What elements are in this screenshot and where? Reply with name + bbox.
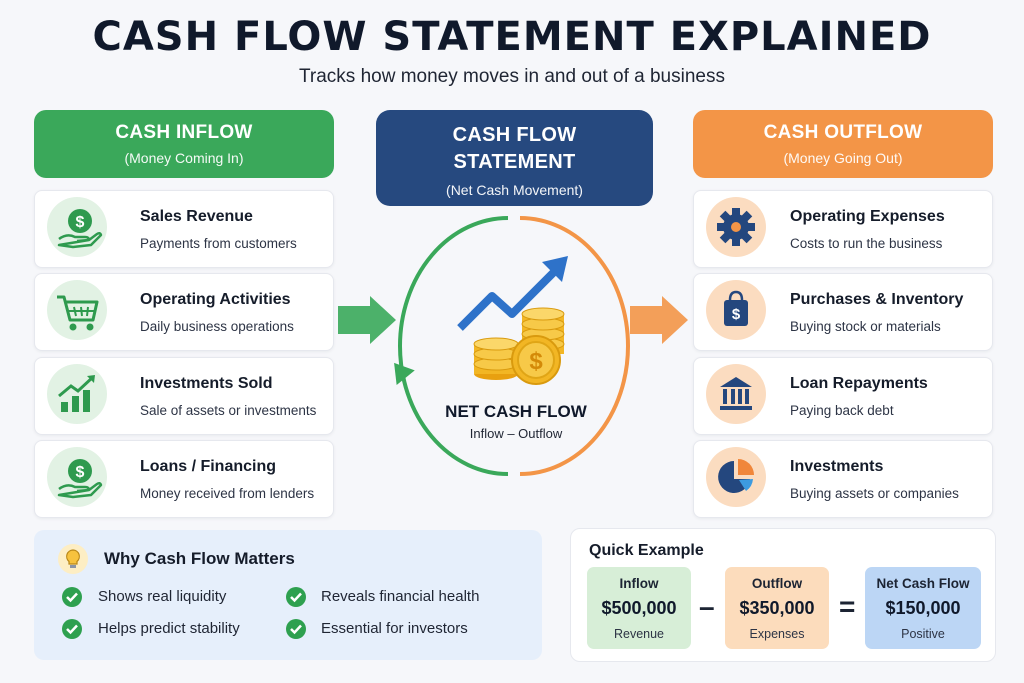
why-point: Reveals financial health — [321, 588, 480, 605]
cash-inflow-subheading: (Money Coming In) — [124, 150, 244, 166]
cash-inflow-heading: CASH INFLOW — [115, 122, 253, 143]
outflow-desc: Buying assets or companies — [790, 486, 959, 501]
check-icon — [286, 587, 306, 607]
example-note: Positive — [901, 627, 945, 641]
inflow-cycle-arrowhead — [394, 362, 415, 386]
growth-chart-icon — [47, 364, 107, 424]
inflow-desc: Daily business operations — [140, 319, 294, 334]
check-icon — [62, 587, 82, 607]
outflow-title: Purchases & Inventory — [790, 291, 964, 308]
outflow-title: Operating Expenses — [790, 208, 945, 225]
svg-text:$: $ — [76, 214, 85, 231]
svg-text:$: $ — [529, 348, 543, 375]
why-point: Essential for investors — [321, 620, 468, 637]
inflow-card-investments-sold: Investments Sold Sale of assets or inves… — [34, 357, 334, 435]
inflow-card-operating-activities: Operating Activities Daily business oper… — [34, 273, 334, 351]
outflow-desc: Buying stock or materials — [790, 319, 941, 334]
outflow-desc: Costs to run the business — [790, 236, 943, 251]
outflow-card-loan-repayments: Loan Repayments Paying back debt — [693, 357, 993, 435]
shopping-bag-icon: $ — [706, 280, 766, 340]
outflow-card-investments: Investments Buying assets or companies — [693, 440, 993, 518]
outflow-title: Investments — [790, 458, 884, 475]
coin-stack-icon: $ — [473, 307, 565, 385]
why-cash-flow-matters-panel: Why Cash Flow Matters Shows real liquidi… — [34, 530, 542, 660]
why-point: Shows real liquidity — [98, 588, 227, 605]
outflow-title: Loan Repayments — [790, 375, 928, 392]
cash-outflow-header: CASH OUTFLOW (Money Going Out) — [693, 110, 993, 178]
example-value: $150,000 — [885, 598, 961, 618]
outflow-card-operating-expenses: Operating Expenses Costs to run the busi… — [693, 190, 993, 268]
net-cash-flow-formula: Inflow – Outflow — [469, 426, 563, 441]
example-note: Revenue — [613, 627, 665, 641]
outflow-cycle-arc — [519, 216, 630, 476]
net-cash-flow-example-box: Net Cash Flow $150,000 Positive — [865, 567, 981, 649]
check-icon — [286, 619, 306, 639]
inflow-title: Operating Activities — [140, 291, 291, 308]
check-icon — [62, 619, 82, 639]
net-cash-flow-label: NET CASH FLOW — [445, 402, 587, 421]
inflow-title: Investments Sold — [140, 375, 273, 392]
pie-chart-icon — [706, 447, 766, 507]
example-value: $500,000 — [601, 598, 677, 618]
inflow-desc: Money received from lenders — [140, 486, 315, 501]
outflow-desc: Paying back debt — [790, 403, 894, 418]
inflow-desc: Payments from customers — [140, 236, 297, 251]
why-heading: Why Cash Flow Matters — [104, 549, 295, 568]
equals-operator: = — [839, 591, 856, 622]
inflow-title: Loans / Financing — [140, 458, 277, 475]
example-label: Net Cash Flow — [876, 576, 970, 591]
dollar-hand-icon: $ — [47, 197, 107, 257]
cash-outflow-subheading: (Money Going Out) — [783, 150, 903, 166]
inflow-title: Sales Revenue — [140, 208, 253, 225]
inflow-card-loans-financing: $ Loans / Financing Money received from … — [34, 440, 334, 518]
svg-text:$: $ — [732, 306, 741, 323]
inflow-cycle-arc — [398, 216, 509, 476]
shopping-cart-icon — [47, 280, 107, 340]
quick-example-heading: Quick Example — [589, 542, 704, 559]
page-subtitle: Tracks how money moves in and out of a b… — [299, 66, 725, 87]
inflow-example-box: Inflow $500,000 Revenue — [587, 567, 691, 649]
quick-example-panel: Quick Example Inflow $500,000 Revenue – … — [570, 528, 996, 662]
bank-icon — [706, 364, 766, 424]
dollar-hand-icon: $ — [47, 447, 107, 507]
example-note: Expenses — [749, 627, 805, 641]
growth-arrow-icon — [457, 267, 559, 331]
cash-flow-cycle-graphic: $ — [338, 216, 688, 476]
why-point: Helps predict stability — [98, 620, 240, 637]
inflow-arrow-icon — [338, 296, 396, 344]
svg-text:$: $ — [76, 464, 85, 481]
example-label: Outflow — [751, 576, 803, 591]
example-label: Inflow — [619, 576, 659, 591]
cash-outflow-heading: CASH OUTFLOW — [763, 122, 923, 143]
gear-icon — [706, 197, 766, 257]
inflow-desc: Sale of assets or investments — [140, 403, 317, 418]
minus-operator: – — [699, 591, 715, 622]
inflow-card-sales-revenue: $ Sales Revenue Payments from customers — [34, 190, 334, 268]
outflow-card-purchases-inventory: $ Purchases & Inventory Buying stock or … — [693, 273, 993, 351]
outflow-example-box: Outflow $350,000 Expenses — [725, 567, 829, 649]
lightbulb-icon — [58, 544, 88, 574]
page-title: CASH FLOW STATEMENT EXPLAINED — [92, 14, 932, 60]
statement-subheading: (Net Cash Movement) — [446, 182, 583, 198]
example-value: $350,000 — [739, 598, 815, 618]
outflow-arrow-icon — [630, 296, 688, 344]
cash-inflow-header: CASH INFLOW (Money Coming In) — [34, 110, 334, 178]
